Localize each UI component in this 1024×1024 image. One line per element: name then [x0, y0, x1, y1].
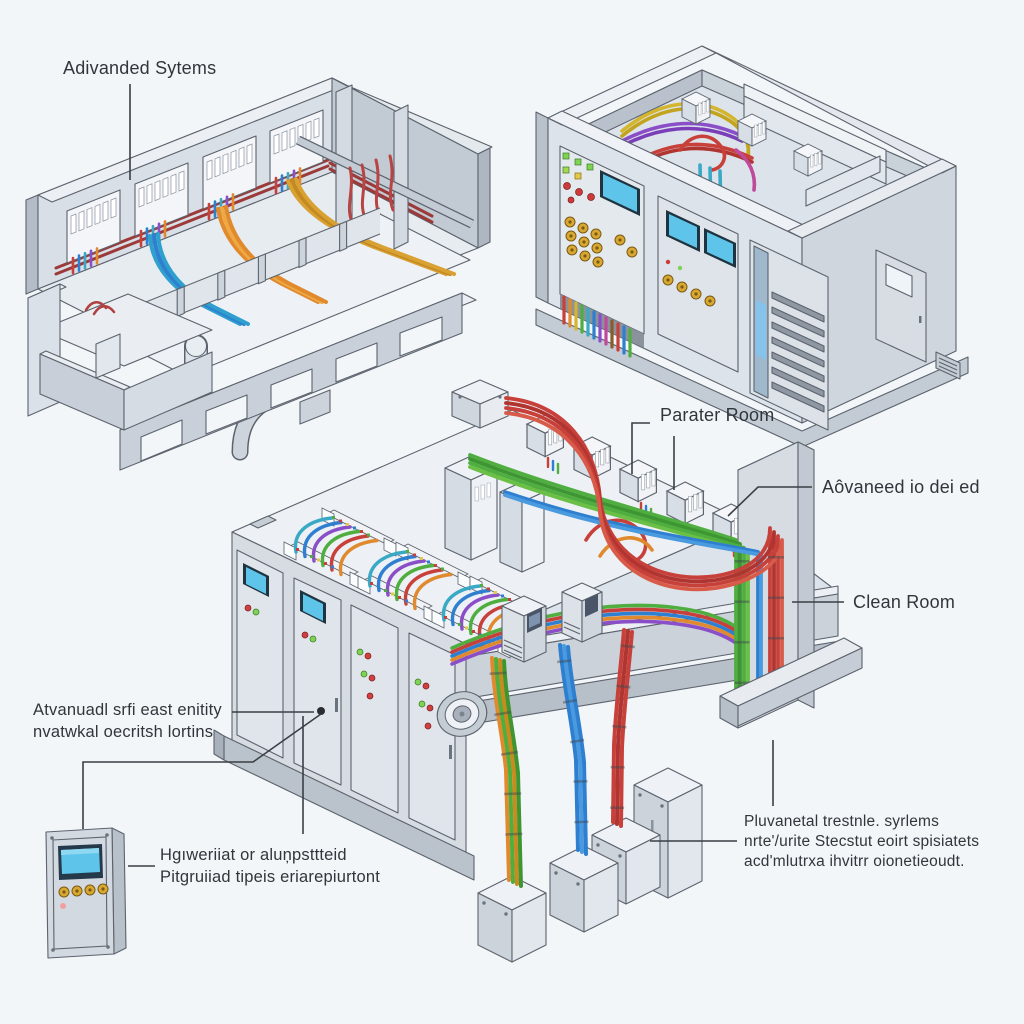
- panel-knob: [71, 885, 83, 897]
- control-panel-2: [657, 195, 739, 373]
- label-panel-note: Hgıweriiat or aluņpsttteid Pitgruiiad ti…: [160, 845, 380, 889]
- screen: [669, 214, 697, 248]
- pillar-blue-bundle: [503, 490, 763, 702]
- floor-junction-boxes: [477, 628, 703, 963]
- led-indicator: [60, 903, 66, 909]
- junction-box: [549, 845, 619, 933]
- screen: [303, 594, 323, 621]
- leader-advanced-loaded: [727, 486, 812, 517]
- screen: [707, 232, 733, 264]
- small-control-panel: [45, 827, 127, 959]
- drive-unit: [561, 582, 603, 643]
- vent-grille: [935, 351, 961, 380]
- orange-cable-bundle: [216, 205, 328, 304]
- building-top-left-cutaway: [25, 77, 493, 471]
- breaker-module: [737, 113, 767, 147]
- indicator-lights: [562, 152, 595, 204]
- control-panel-1: [559, 145, 645, 358]
- drive-unit: [501, 595, 547, 663]
- wire-fringe: [562, 295, 632, 358]
- panel-knob: [84, 884, 96, 896]
- label-entity-note: Atvanuadl srfi east enitity nvatwkal oec…: [33, 700, 222, 744]
- screen: [603, 174, 637, 212]
- leader-dot: [317, 707, 325, 715]
- label-planetary-line1: Pluvanetal trestnle. syrlems: [744, 813, 940, 830]
- door-handle: [919, 316, 922, 323]
- leader-entity-elbow: [82, 713, 322, 829]
- drop-bundle-green-orange: [490, 656, 523, 888]
- pillar-red-bundle: [504, 396, 784, 702]
- left-wing: [27, 283, 213, 431]
- roof-vent: [249, 515, 277, 529]
- drop-bundle-red: [611, 628, 634, 828]
- building-top-right-enclosure: [535, 45, 969, 448]
- wall-breaker-panels: [66, 109, 324, 275]
- door-handle: [335, 698, 338, 712]
- louvers: [771, 291, 825, 413]
- roof-junction-box: [451, 379, 509, 429]
- enclosure-door: [875, 249, 927, 363]
- leader-lines: [82, 84, 844, 867]
- door-window: [885, 263, 913, 298]
- cabinet-door: [293, 577, 342, 786]
- pillar-base: [719, 637, 863, 729]
- breaker-module: [619, 459, 657, 503]
- door-handle: [449, 745, 452, 759]
- column: [393, 104, 409, 250]
- label-planetary-note: Pluvanetal trestnle. syrlems nrte'/urite…: [744, 812, 979, 872]
- overhead-conduit: [296, 136, 474, 228]
- label-panel-note-line2: Pitgruiiad tipeis eriarepiurtont: [160, 867, 381, 886]
- cabinet-doors: [236, 549, 456, 841]
- interior-partition: [743, 95, 887, 185]
- label-panel-note-line1: Hgıweriiat or aluņpsttteid: [160, 846, 347, 864]
- breaker-module: [793, 143, 823, 177]
- cabinet-door: [408, 632, 456, 841]
- vented-cabinet: [749, 239, 829, 431]
- drop-bundle-blue: [558, 643, 588, 856]
- breaker-module: [666, 481, 704, 525]
- breaker-module: [681, 91, 711, 125]
- label-advanced-loaded: Aôvaneed io dei ed: [822, 477, 980, 497]
- screen: [246, 567, 266, 594]
- cable-gland: [436, 691, 488, 737]
- panel-knob: [97, 883, 109, 895]
- base-plinth: [535, 308, 969, 448]
- label-clean-room: Clean Room: [853, 592, 956, 612]
- blue-cable-bundle: [148, 232, 250, 326]
- label-advanced-systems: Adivanded Sytems: [63, 58, 217, 78]
- label-parater-room: Parater Room: [660, 405, 775, 425]
- label-entity-line2: nvatwkal oecritsh lortins: [33, 722, 214, 741]
- screen: [61, 848, 100, 874]
- status-strip: [756, 300, 766, 360]
- building-main-electrical-room: [213, 379, 863, 881]
- label-entity-line1: Atvanuadl srfi east enitity: [33, 701, 222, 719]
- cabinet-door: [350, 604, 399, 814]
- amber-cable-bundle: [286, 177, 456, 276]
- leader-parater-room-1: [631, 422, 650, 474]
- label-planetary-line3: acd'mlutrxa ihvitrr oionetieoudt.: [744, 853, 965, 871]
- label-planetary-line2: nrte'/urite Stecstut eoirt spisiatets: [744, 833, 980, 851]
- cabinet-door: [236, 549, 284, 759]
- junction-box: [477, 875, 547, 963]
- panel-knob: [58, 886, 70, 898]
- front-window-wall: [119, 292, 477, 471]
- door-buttons: [244, 604, 434, 730]
